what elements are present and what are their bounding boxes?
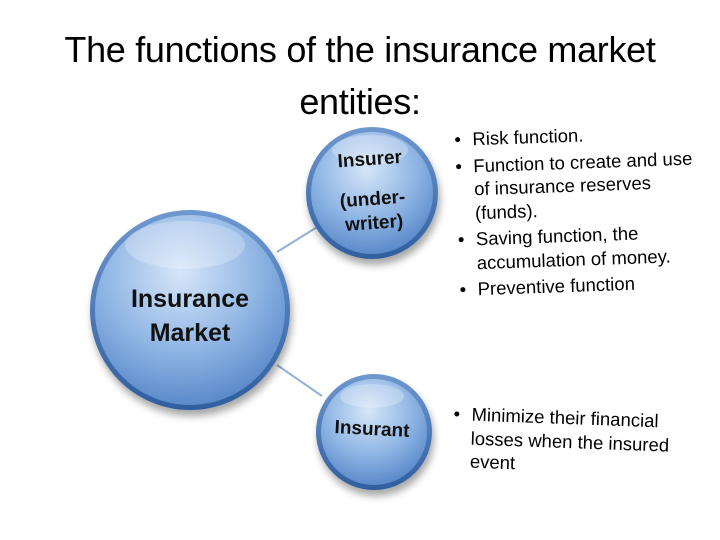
insurer-label: Insurer (under- writer) — [313, 144, 431, 240]
insurant-functions-list: Minimize their financial losses when the… — [449, 402, 691, 484]
list-item: Preventive function — [457, 270, 698, 302]
insurer-node — [306, 127, 438, 259]
list-item: Function to create and use of insurance … — [453, 146, 695, 225]
insurer-functions-list: Risk function. Function to create and us… — [452, 120, 698, 305]
list-item: Saving function, the accumulation of mon… — [455, 220, 696, 275]
slide-title-line-1: The functions of the insurance market — [64, 29, 656, 70]
insurance-market-label-line-2: Market — [149, 319, 231, 347]
slide-title-line-2: entities: — [299, 81, 421, 122]
insurance-market-label-line-1: Insurance — [130, 285, 250, 313]
connector-insurant — [276, 364, 323, 397]
list-item: Minimize their financial losses when the… — [450, 402, 692, 481]
insurant-node — [316, 374, 432, 490]
slide-title: The functions of the insurance market en… — [20, 24, 700, 128]
insurance-market-node — [90, 210, 290, 410]
connector-insurer — [276, 223, 323, 253]
insurance-market-label: Insurance Market — [100, 282, 280, 350]
